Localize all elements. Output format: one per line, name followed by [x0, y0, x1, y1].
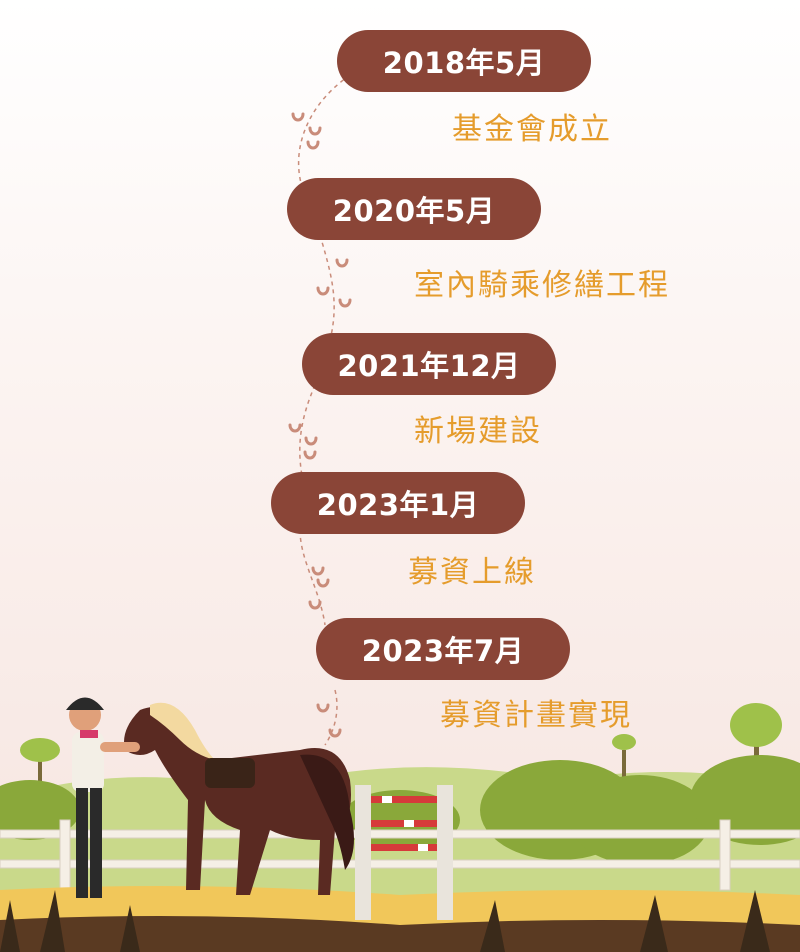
timeline-event-1: 基金會成立 [452, 112, 612, 147]
timeline-date-3: 2021年12月 [302, 333, 556, 395]
horseshoe-icon [316, 286, 330, 296]
horseshoe-icon [335, 258, 349, 268]
timeline-event-3: 新場建設 [414, 414, 542, 449]
horseshoe-icon [316, 703, 330, 713]
jump-fence [355, 785, 453, 920]
timeline-date-1: 2018年5月 [337, 30, 591, 92]
timeline: 2018年5月 基金會成立 2020年5月 新場建設 室內騎乘修繕工程 2021… [271, 30, 670, 746]
rider-horse-illustration [0, 697, 800, 952]
grass-foreground [0, 890, 770, 952]
timeline-date-4: 2023年1月 [271, 472, 525, 534]
horse [124, 702, 354, 895]
horseshoe-icon [316, 578, 330, 588]
timeline-event-2b: 室內騎乘修繕工程 [414, 268, 670, 303]
horseshoe-icon [306, 140, 320, 150]
timeline-date-5: 2023年7月 [316, 618, 570, 680]
tree-left [20, 738, 60, 800]
fence [0, 819, 800, 891]
horseshoe-icon [291, 112, 305, 122]
horseshoe-icon [338, 298, 352, 308]
timeline-event-5: 募資計畫實現 [440, 698, 632, 733]
horseshoe-icon [288, 423, 302, 433]
horseshoe-icon [308, 126, 322, 136]
horseshoe-icon [311, 566, 325, 576]
horseshoe-icon [308, 600, 322, 610]
horseshoe-icon [304, 436, 318, 446]
horseshoe-icon [303, 450, 317, 460]
timeline-date-2: 2020年5月 [287, 178, 541, 240]
ground-dark [0, 916, 800, 952]
rider [66, 697, 140, 898]
timeline-connector [288, 74, 352, 746]
horseshoe-icon [328, 728, 342, 738]
timeline-event-4: 募資上線 [408, 555, 536, 590]
